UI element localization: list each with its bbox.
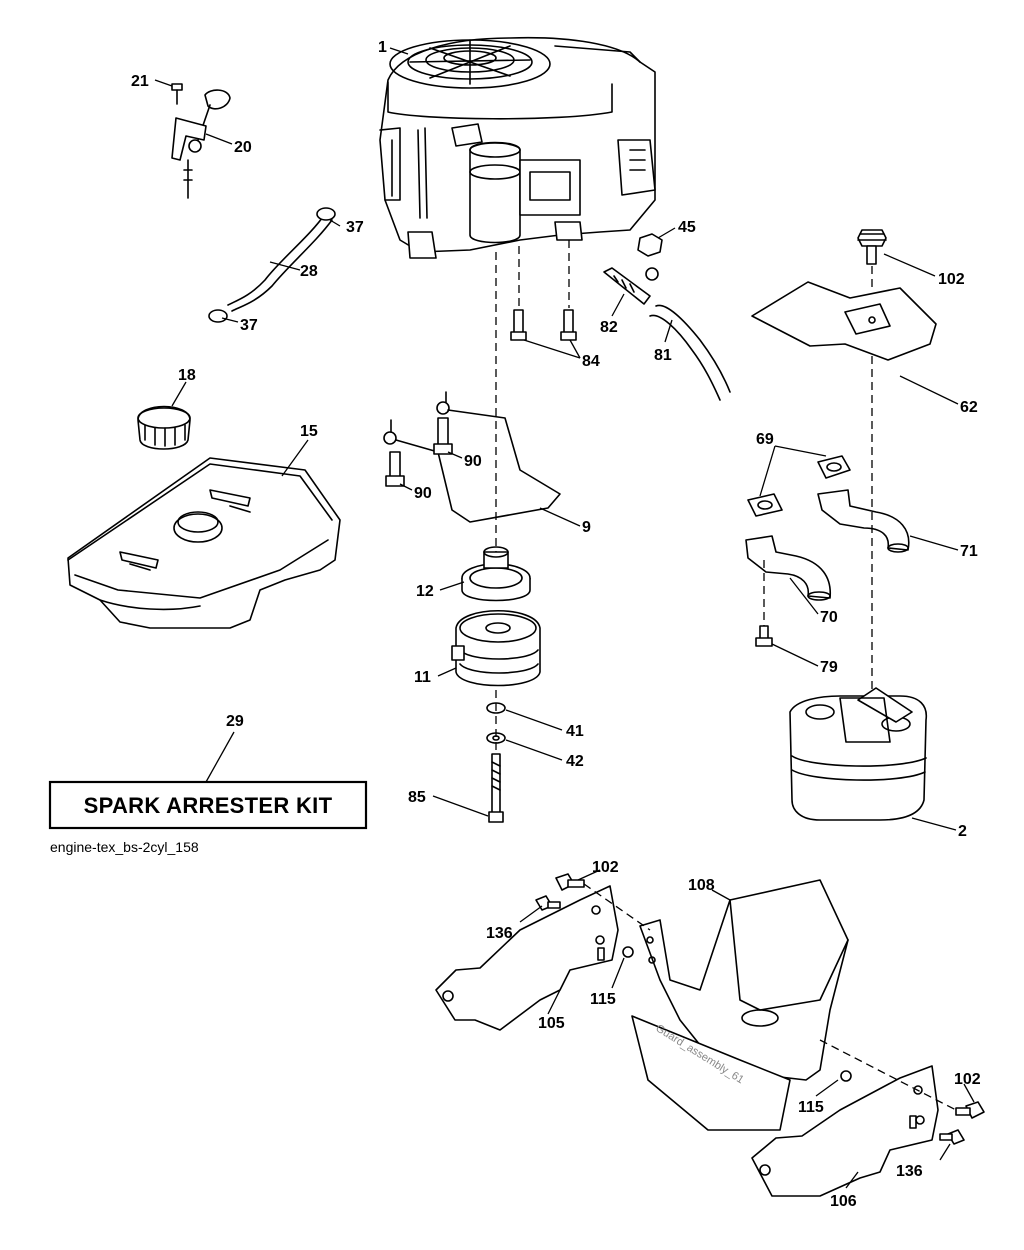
callout-11: 11 <box>414 669 431 686</box>
callout-1: 1 <box>378 39 387 56</box>
callout-81: 81 <box>654 347 672 364</box>
fuel-tank <box>67 457 341 629</box>
callout-69: 69 <box>756 431 774 448</box>
exhaust-pipes <box>745 489 910 647</box>
callout-2: 2 <box>958 823 967 840</box>
callout-45: 45 <box>678 219 696 236</box>
callout-9: 9 <box>582 519 591 536</box>
callout-102-bracket-left: 102 <box>592 859 619 876</box>
nut-45 <box>637 233 663 257</box>
fuel-cap <box>137 405 191 450</box>
callout-12: 12 <box>416 583 434 600</box>
callout-21: 21 <box>131 73 149 90</box>
callout-15: 15 <box>300 423 318 440</box>
callout-102-bracket-right: 102 <box>954 1071 981 1088</box>
callout-29: 29 <box>226 713 244 730</box>
callout-115-right: 115 <box>798 1099 824 1116</box>
callout-136-left: 136 <box>486 925 513 942</box>
callout-106: 106 <box>830 1193 857 1210</box>
callout-105: 105 <box>538 1015 565 1032</box>
fitting-and-hose <box>603 267 731 401</box>
callout-18: 18 <box>178 367 196 384</box>
callout-42: 42 <box>566 753 584 770</box>
callout-41: 41 <box>566 723 584 740</box>
callout-102-shield: 102 <box>938 271 965 288</box>
callout-37-top: 37 <box>346 219 364 236</box>
callout-136-right: 136 <box>896 1163 923 1180</box>
callout-28: 28 <box>300 263 318 280</box>
callout-85: 85 <box>408 789 426 806</box>
callout-82: 82 <box>600 319 618 336</box>
callout-108: 108 <box>688 877 715 894</box>
hardware-small <box>535 873 985 1145</box>
callout-37-bottom: 37 <box>240 317 258 334</box>
diagram-caption: engine-tex_bs-2cyl_158 <box>50 839 199 855</box>
callout-62: 62 <box>960 399 978 416</box>
callout-70: 70 <box>820 609 838 626</box>
bracket-106 <box>751 1065 939 1197</box>
screws-90 <box>385 417 453 487</box>
callout-90-upper: 90 <box>464 453 482 470</box>
callout-115-left: 115 <box>590 991 616 1008</box>
pulley-and-clutch <box>451 546 541 823</box>
bracket-105 <box>435 885 619 1031</box>
muffler <box>789 687 928 821</box>
screws-84 <box>510 309 577 341</box>
fuel-line <box>208 207 336 323</box>
callout-71: 71 <box>960 543 978 560</box>
callout-84: 84 <box>582 353 600 370</box>
callout-90-lower: 90 <box>414 485 432 502</box>
callout-20: 20 <box>234 139 252 156</box>
knob-102 <box>857 229 887 265</box>
guard-108 <box>631 879 849 1131</box>
leader-lines <box>154 47 975 1189</box>
heat-shield <box>751 281 937 361</box>
engine <box>379 36 656 259</box>
throttle-control <box>171 83 231 199</box>
spark-arrester-kit-title: SPARK ARRESTER KIT <box>84 793 333 818</box>
callout-79: 79 <box>820 659 838 676</box>
alignment-lines <box>495 240 957 1111</box>
wire-harness <box>383 391 561 523</box>
exhaust-gaskets <box>747 455 851 517</box>
spark-arrester-kit-box: SPARK ARRESTER KIT <box>48 780 368 830</box>
